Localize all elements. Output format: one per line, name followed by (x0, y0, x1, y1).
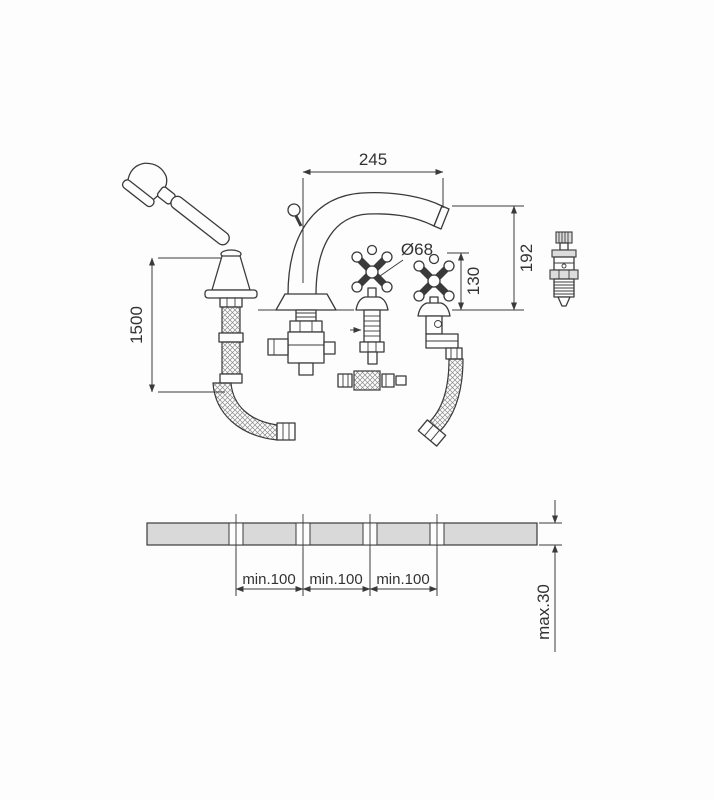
deck-cross-section (146, 514, 538, 554)
shower-holder (204, 249, 258, 299)
right-handle-escutcheon (417, 302, 451, 317)
dim-label-min100-b: min.100 (309, 571, 362, 588)
dimension-1500: 1500 (127, 257, 225, 393)
dimension-68: Ø68 (379, 240, 433, 277)
dimension-245: 245 (302, 150, 444, 283)
connector-fittings (337, 370, 407, 391)
diverter-knob (287, 203, 301, 217)
spare-cartridge (549, 231, 579, 307)
dim-label-max30: max.30 (534, 584, 553, 640)
dim-label-min100-c: min.100 (376, 571, 429, 588)
left-handle-escutcheon (355, 296, 389, 311)
hand-shower (121, 162, 230, 246)
dim-label-1500: 1500 (127, 306, 146, 344)
right-handle (413, 253, 464, 447)
dim-label-68: Ø68 (401, 240, 433, 259)
dimension-hole-spacing: min.100 min.100 min.100 (235, 548, 438, 596)
spout (258, 192, 450, 376)
dimension-130: 130 (447, 252, 524, 311)
dim-label-min100-a: min.100 (242, 571, 295, 588)
dim-label-130: 130 (464, 267, 483, 295)
hose-end-fitting (276, 422, 296, 441)
dim-label-192: 192 (517, 244, 536, 272)
dimension-192: 192 (452, 205, 536, 311)
left-handle (350, 244, 393, 365)
spout-tip (433, 205, 450, 230)
dim-label-245: 245 (359, 150, 387, 169)
shower-hose (212, 297, 296, 441)
spout-escutcheon (275, 293, 337, 311)
right-hose-end-fitting (417, 419, 447, 447)
dimension-deck-thickness: max.30 (534, 500, 562, 652)
